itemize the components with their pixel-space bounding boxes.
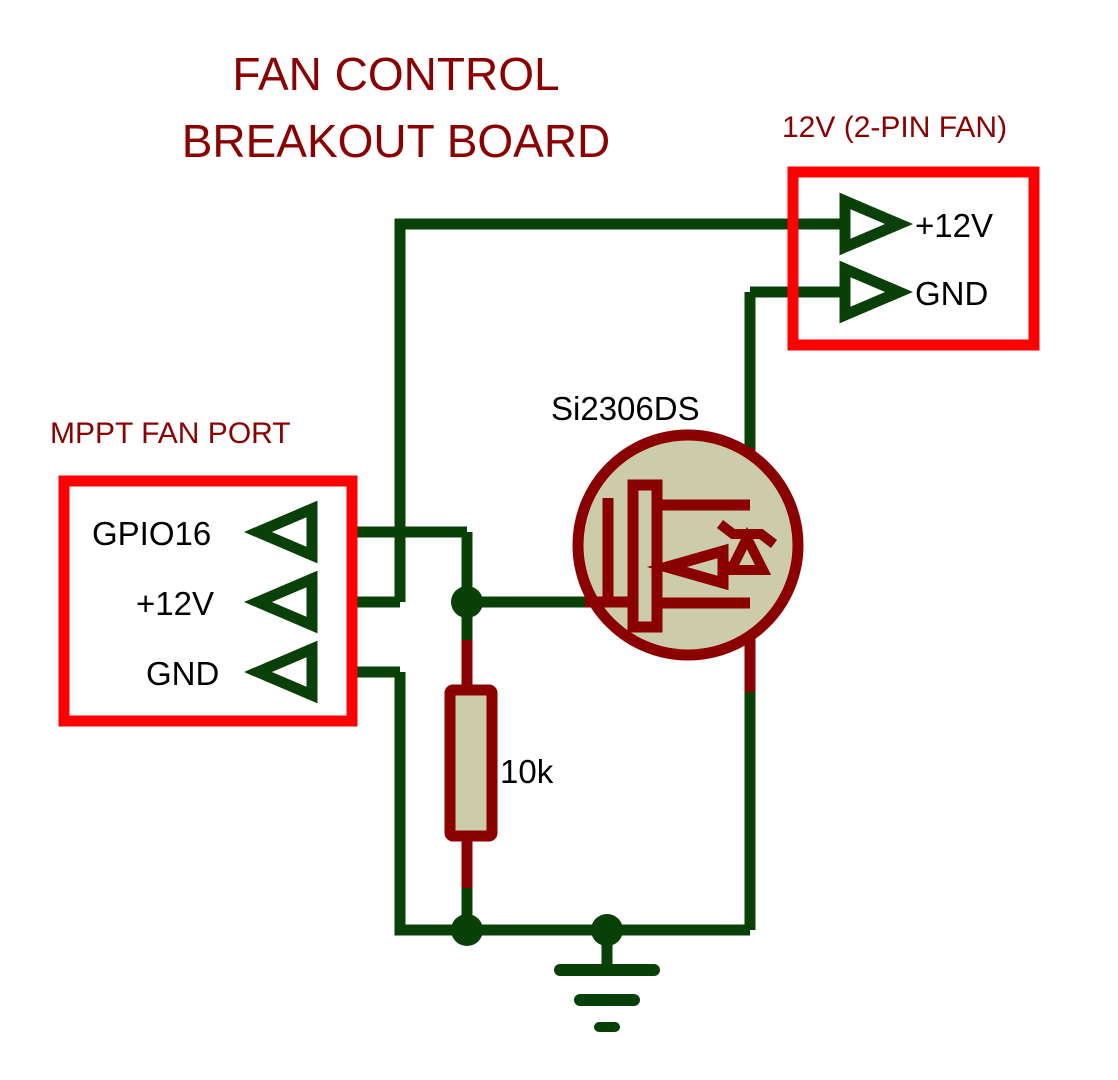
mosfet-q1: Si2306DS	[551, 390, 804, 692]
wire-12v-rail	[394, 218, 845, 602]
mppt-fan-port-title: MPPT FAN PORT	[50, 417, 291, 450]
title-line-2: BREAKOUT BOARD	[182, 115, 611, 167]
mosfet-channel-bar	[627, 479, 663, 633]
fan-pin-12v[interactable]: +12V	[839, 192, 993, 256]
mppt-fan-port-box	[58, 475, 358, 727]
fan-12v-port-box	[787, 166, 1040, 351]
resistor-r1: 10k	[444, 640, 554, 888]
junction-dot-gate-node	[451, 586, 483, 618]
mppt-pin-12v[interactable]: +12V	[136, 570, 318, 634]
mppt-pin-gnd[interactable]: GND	[146, 640, 318, 704]
pin-arrow-right-icon	[839, 260, 914, 324]
fan-pin-label-gnd: GND	[915, 275, 988, 312]
junction-layer	[451, 586, 623, 946]
mppt-pin-label-12v: +12V	[136, 585, 214, 622]
pin-arrow-left-icon	[243, 570, 318, 634]
mppt-pin-gpio16[interactable]: GPIO16	[92, 500, 318, 564]
fan-12v-port[interactable]: 12V (2-PIN FAN) +12V GND	[782, 111, 1040, 351]
pin-arrow-left-icon	[243, 500, 318, 564]
junction-dot-ground	[591, 914, 623, 946]
ground-symbol	[554, 964, 660, 1032]
mppt-fan-port[interactable]: MPPT FAN PORT GPIO16 +12V GND	[50, 417, 358, 727]
mosfet-part-label: Si2306DS	[551, 390, 700, 427]
resistor-value-label: 10k	[500, 753, 554, 790]
mppt-pin-label-gpio16: GPIO16	[92, 515, 211, 552]
fan-pin-label-12v: +12V	[915, 207, 993, 244]
pin-arrow-left-icon	[243, 640, 318, 704]
resistor-body	[444, 684, 498, 842]
fan-pin-gnd[interactable]: GND	[839, 260, 988, 324]
mosfet-body-diode-triangle	[722, 526, 772, 575]
wire-gnd-down	[394, 672, 467, 936]
junction-dot-resistor-bottom	[451, 914, 483, 946]
mosfet-body-diode-cathode-bar	[716, 520, 778, 548]
pin-arrow-right-icon	[839, 192, 914, 256]
title-line-1: FAN CONTROL	[232, 48, 559, 100]
fan-12v-port-title: 12V (2-PIN FAN)	[782, 111, 1007, 144]
diagram-title: FAN CONTROL BREAKOUT BOARD	[182, 48, 611, 167]
mppt-pin-label-gnd: GND	[146, 655, 219, 692]
